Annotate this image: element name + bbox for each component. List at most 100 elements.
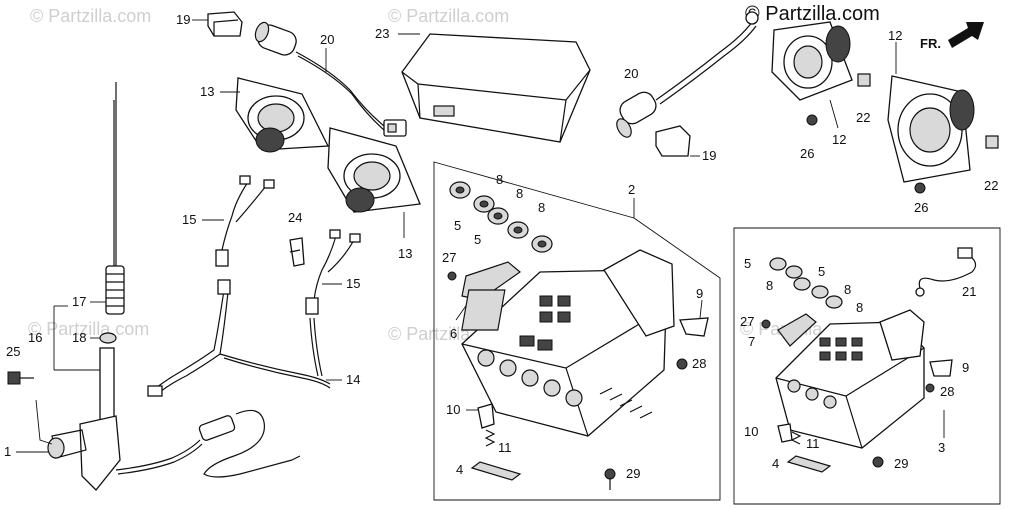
callout-12: 12 xyxy=(888,28,902,43)
callout-1: 1 xyxy=(4,444,11,459)
part-cover-4a xyxy=(470,461,522,481)
watermark: © Partzilla.com xyxy=(28,319,149,339)
callout-7: 7 xyxy=(748,334,755,349)
part-clip-10a xyxy=(477,403,495,429)
callout-18: 18 xyxy=(72,330,86,345)
part-2-frame xyxy=(433,161,721,501)
callout-28: 28 xyxy=(940,384,954,399)
callout-25: 25 xyxy=(6,344,20,359)
callout-10: 10 xyxy=(446,402,460,417)
part-knob-8b xyxy=(507,221,529,239)
part-knob-8a xyxy=(487,207,509,225)
part-cable-20 xyxy=(254,21,407,137)
part-clip-19 xyxy=(207,11,243,37)
callout-9: 9 xyxy=(962,360,969,375)
part-radio-unit-2 xyxy=(461,249,675,437)
watermark: © Partzilla.com xyxy=(388,6,509,26)
part-spring-11a xyxy=(484,429,496,447)
callout-27: 27 xyxy=(740,314,754,329)
callout-23: 23 xyxy=(375,26,389,41)
callout-11: 11 xyxy=(498,440,512,455)
callout-14: 14 xyxy=(346,372,360,387)
callout-29: 29 xyxy=(626,466,640,481)
part-knob-8f xyxy=(825,295,843,309)
callout-2: 2 xyxy=(628,182,635,197)
callout-9: 9 xyxy=(696,286,703,301)
callout-8: 8 xyxy=(844,282,851,297)
callout-21: 21 xyxy=(962,284,976,299)
callout-5: 5 xyxy=(744,256,751,271)
watermark: © Partzilla.com xyxy=(30,6,151,26)
callout-20: 20 xyxy=(320,32,334,47)
part-screw-29a xyxy=(604,468,616,490)
part-harness-14 xyxy=(147,279,331,397)
callout-10: 10 xyxy=(744,424,758,439)
part-knob-8c xyxy=(531,235,553,253)
part-screw-28b xyxy=(925,383,935,393)
part-speaker-13a xyxy=(235,77,330,153)
callout-3: 3 xyxy=(938,440,945,455)
part-screw-26b xyxy=(914,182,926,194)
part-speaker-12b xyxy=(887,75,975,183)
callout-22: 22 xyxy=(856,110,870,125)
callout-5: 5 xyxy=(818,264,825,279)
part-3-frame xyxy=(733,227,1001,505)
callout-5: 5 xyxy=(474,232,481,247)
callout-20: 20 xyxy=(624,66,638,81)
callout-12: 12 xyxy=(832,132,846,147)
callout-11: 11 xyxy=(806,436,820,451)
part-knob-5c xyxy=(769,257,787,271)
front-direction-icon: FR. xyxy=(920,22,984,51)
brand-logo: © Partzilla.com xyxy=(745,3,880,25)
part-cable-20b xyxy=(616,11,759,138)
part-screw-27a xyxy=(447,271,457,281)
part-spring-11b xyxy=(790,431,802,445)
part-wire-15b xyxy=(305,229,361,315)
callout-22: 22 xyxy=(984,178,998,193)
callout-4: 4 xyxy=(456,462,463,477)
callout-16: 16 xyxy=(28,330,42,345)
part-antenna-17 xyxy=(105,82,125,315)
callout-13: 13 xyxy=(200,84,214,99)
part-clip-22b xyxy=(985,135,999,149)
part-screw-28a xyxy=(676,358,688,370)
callout-8: 8 xyxy=(856,300,863,315)
part-bracket-24 xyxy=(289,237,305,267)
part-bracket-9a xyxy=(679,317,709,337)
callout-29: 29 xyxy=(894,456,908,471)
part-knob-5a xyxy=(449,181,471,199)
callout-26: 26 xyxy=(800,146,814,161)
callout-24: 24 xyxy=(288,210,302,225)
part-bolt-25 xyxy=(7,371,34,385)
callout-8: 8 xyxy=(496,172,503,187)
callout-15: 15 xyxy=(346,276,360,291)
part-knob-5d xyxy=(785,265,803,279)
part-screw-29b xyxy=(872,456,884,468)
callout-4: 4 xyxy=(772,456,779,471)
part-clip-10b xyxy=(777,423,793,443)
part-cover-4b xyxy=(786,455,832,473)
part-panel-7 xyxy=(777,313,817,347)
part-cover-23 xyxy=(401,33,591,143)
callout-6: 6 xyxy=(450,326,457,341)
callout-8: 8 xyxy=(516,186,523,201)
callout-5: 5 xyxy=(454,218,461,233)
callout-19: 19 xyxy=(176,12,190,27)
callout-28: 28 xyxy=(692,356,706,371)
callout-8: 8 xyxy=(538,200,545,215)
part-wire-15a xyxy=(215,175,275,267)
part-speaker-12a xyxy=(771,21,853,101)
part-knob-8e xyxy=(811,285,829,299)
callout-19: 19 xyxy=(702,148,716,163)
callout-17: 17 xyxy=(72,294,86,309)
callout-15: 15 xyxy=(182,212,196,227)
part-knob-8d xyxy=(793,277,811,291)
part-speaker-13b xyxy=(327,127,421,213)
part-clip-19b xyxy=(655,125,691,157)
part-screw-27b xyxy=(761,319,771,329)
callout-13: 13 xyxy=(398,246,412,261)
part-wire-21 xyxy=(915,247,977,297)
part-screw-26a xyxy=(806,114,818,126)
part-radio-unit-3 xyxy=(775,309,925,449)
